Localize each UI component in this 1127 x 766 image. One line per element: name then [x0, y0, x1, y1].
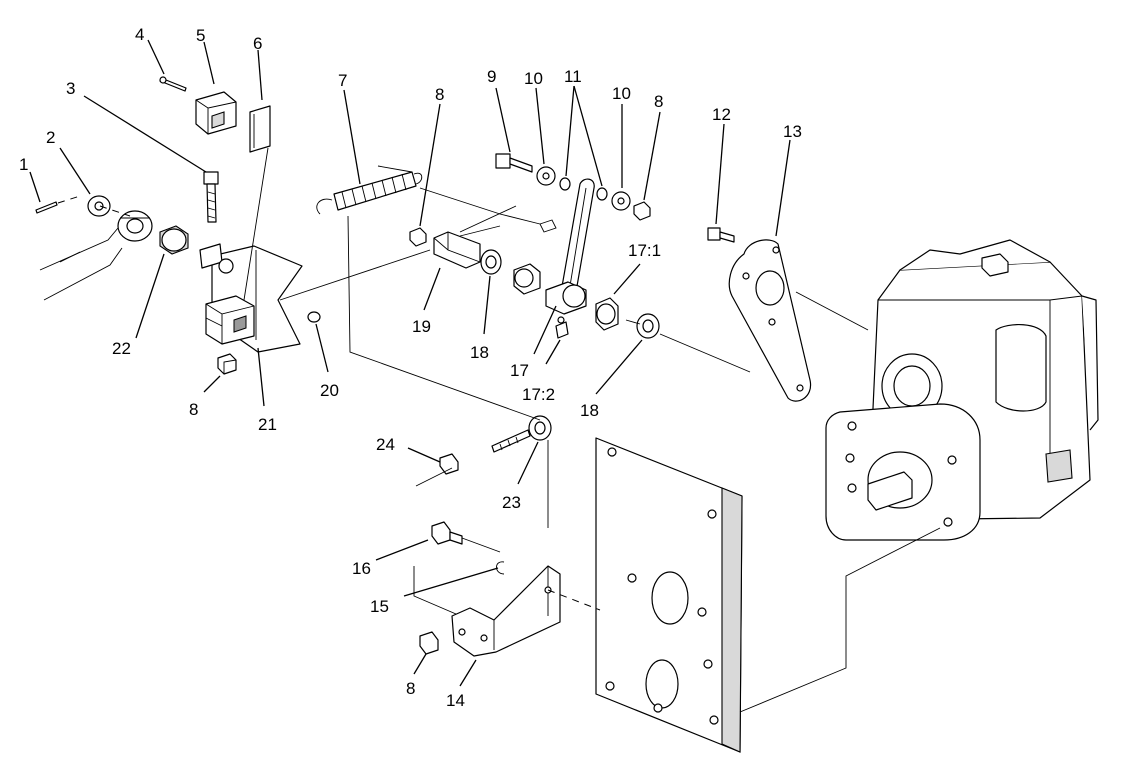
- bracket-part-14: [451, 565, 561, 657]
- mount-plate: [595, 437, 743, 753]
- plate-part-13: [728, 239, 812, 402]
- nut-part-8-bottom: [419, 631, 439, 655]
- callout-10-right: 10: [612, 84, 631, 103]
- clamp-block-part-21: [205, 295, 255, 345]
- callout-8-left: 8: [189, 400, 198, 419]
- callout-22: 22: [112, 339, 131, 358]
- callout-18-right: 18: [580, 401, 599, 420]
- callout-19: 19: [412, 317, 431, 336]
- nut-part-24: [439, 453, 459, 475]
- bushing-part-22: [159, 225, 189, 255]
- rod-end-part-22: [117, 210, 153, 242]
- screw-part-16: [431, 521, 463, 545]
- callout-2: 2: [46, 128, 55, 147]
- callout-12: 12: [712, 105, 731, 124]
- grease-fitting-part-17-2: [555, 316, 569, 339]
- screw-part-1: [35, 195, 81, 214]
- callout-7: 7: [338, 71, 347, 90]
- callout-14: 14: [446, 691, 465, 710]
- callout-5: 5: [196, 26, 205, 45]
- callout-9: 9: [487, 67, 496, 86]
- screw-part-3: [203, 171, 219, 223]
- pivot-shaft-part-19: [433, 231, 481, 269]
- callout-24: 24: [376, 435, 395, 454]
- retainer-part-15: [496, 561, 505, 575]
- callout-4: 4: [135, 25, 144, 44]
- callout-8-right: 8: [654, 92, 663, 111]
- callout-labels: 1 2 3 4 5 6 7 8 9 10 11 10 8 12 13 17:1 …: [19, 25, 802, 710]
- assembly-lines: [99, 165, 941, 713]
- callout-1: 1: [19, 155, 28, 174]
- eyebolt-part-23: [491, 415, 552, 453]
- callout-20: 20: [320, 381, 339, 400]
- bushing-center: [513, 263, 541, 295]
- callout-18-center: 18: [470, 343, 489, 362]
- pump-flange: [825, 403, 981, 541]
- callout-17-2: 17:2: [522, 385, 555, 404]
- callout-8-bottom: 8: [406, 679, 415, 698]
- nut-part-8-lower: [217, 353, 237, 375]
- callout-11: 11: [564, 67, 582, 86]
- callout-6: 6: [253, 34, 262, 53]
- washer-part-11-left: [559, 177, 571, 191]
- washer-part-11-right: [596, 187, 608, 201]
- callout-17: 17: [510, 361, 529, 380]
- callout-8-top: 8: [435, 85, 444, 104]
- washer-part-2: [87, 195, 111, 217]
- nut-part-8-right: [633, 201, 651, 221]
- leader-line-6: [243, 147, 269, 301]
- control-rod: [39, 227, 123, 301]
- screw-part-9: [495, 153, 533, 173]
- nut-part-8-center: [409, 227, 427, 247]
- spring-part-7: [316, 171, 423, 215]
- spacer-part-10-left: [536, 166, 556, 186]
- callout-21: 21: [258, 415, 277, 434]
- callout-13: 13: [783, 122, 802, 141]
- plate-part-6: [249, 105, 271, 153]
- callout-23: 23: [502, 493, 521, 512]
- callout-17-1: 17:1: [628, 241, 661, 260]
- callout-3: 3: [66, 79, 75, 98]
- spacer-part-10-right: [611, 191, 631, 211]
- callout-16: 16: [352, 559, 371, 578]
- bushing-part-17-1: [595, 297, 619, 331]
- nut-part-20: [307, 311, 321, 323]
- washer-part-18-center: [480, 249, 502, 275]
- block-part-5: [195, 91, 237, 135]
- screw-part-12: [707, 227, 735, 243]
- lever-arm-part-17: [539, 178, 595, 315]
- callout-10-left: 10: [524, 69, 543, 88]
- callout-leaders: [29, 39, 791, 687]
- screw-part-4: [159, 76, 187, 92]
- washer-part-18-right: [636, 313, 660, 339]
- callout-15: 15: [370, 597, 389, 616]
